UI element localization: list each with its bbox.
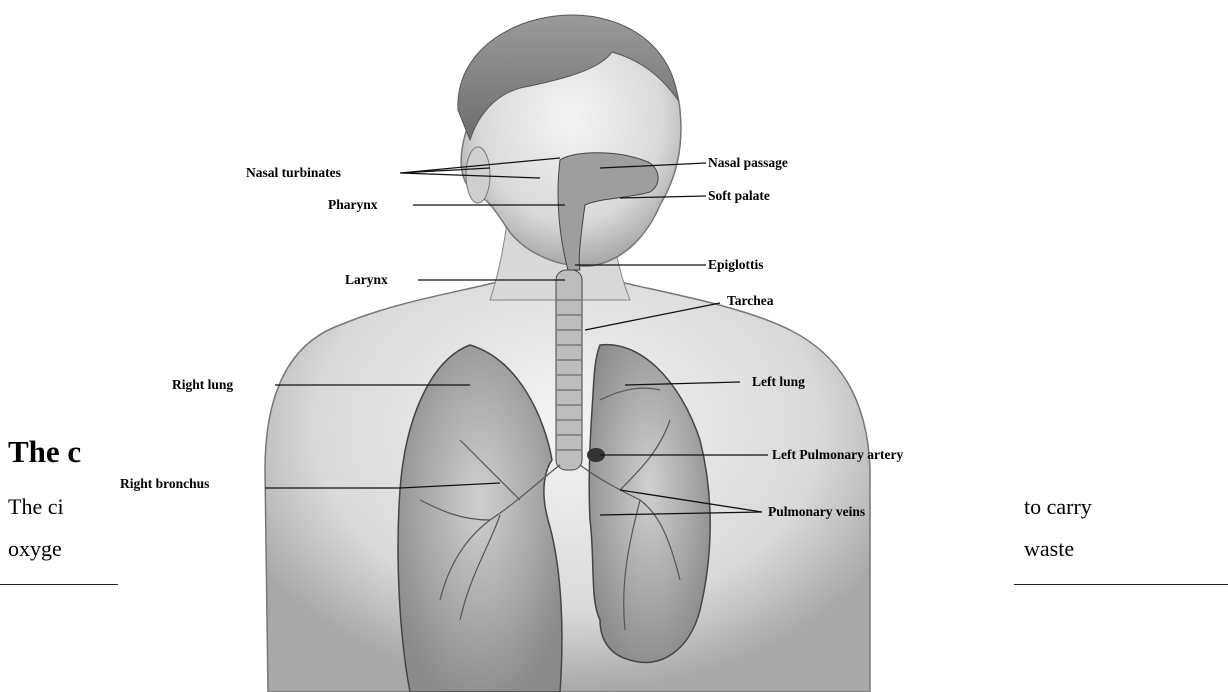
label-trachea: Tarchea bbox=[727, 293, 774, 308]
trachea-graphic bbox=[556, 270, 582, 470]
label-left-pulmonary-artery: Left Pulmonary artery bbox=[772, 447, 903, 462]
label-soft-palate: Soft palate bbox=[708, 188, 770, 203]
label-epiglottis: Epiglottis bbox=[708, 257, 764, 272]
label-right-lung: Right lung bbox=[172, 377, 233, 392]
label-right-bronchus: Right bronchus bbox=[120, 476, 209, 491]
label-pharynx: Pharynx bbox=[328, 197, 378, 212]
label-left-lung: Left lung bbox=[752, 374, 805, 389]
label-larynx: Larynx bbox=[345, 272, 388, 287]
label-nasal-passage: Nasal passage bbox=[708, 155, 788, 170]
label-pulmonary-veins: Pulmonary veins bbox=[768, 504, 865, 519]
label-nasal-turbinates: Nasal turbinates bbox=[246, 165, 341, 180]
